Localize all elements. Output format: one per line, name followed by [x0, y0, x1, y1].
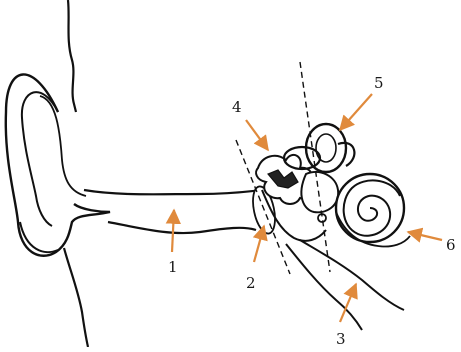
label-4: 4	[232, 98, 242, 116]
eustachian-tube-upper	[300, 240, 404, 310]
label-6: 6	[446, 236, 456, 254]
label-5: 5	[374, 74, 384, 92]
arrow-1	[172, 210, 174, 252]
ear-canal-upper-wall	[84, 190, 262, 194]
ear-canal-lower-wall	[108, 222, 256, 233]
label-3: 3	[336, 330, 346, 347]
vestibule	[301, 172, 338, 212]
label-1: 1	[168, 258, 178, 276]
arrow-3	[340, 284, 356, 322]
eustachian-tube-lower	[286, 244, 362, 330]
arrow-4	[246, 120, 268, 150]
head-outline	[68, 0, 76, 112]
arrow-5	[340, 94, 372, 130]
label-2: 2	[246, 274, 256, 292]
arrow-6	[408, 232, 442, 240]
neck-outline	[64, 248, 88, 347]
arrow-2	[254, 226, 264, 262]
